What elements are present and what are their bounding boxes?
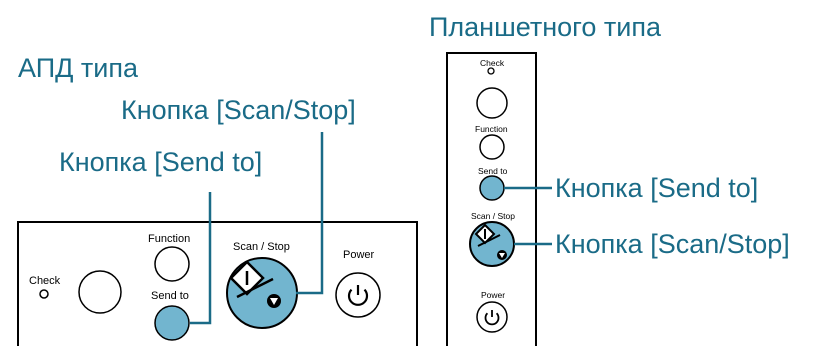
adf-blank-button[interactable] — [78, 270, 122, 314]
adf-send-to-button[interactable] — [154, 305, 190, 341]
flatbed-power-button[interactable] — [476, 301, 508, 333]
adf-check-led — [39, 289, 49, 299]
adf-power-button[interactable] — [335, 272, 381, 318]
adf-check-label: Check — [29, 275, 61, 287]
flatbed-send-to-button[interactable] — [479, 175, 505, 201]
adf-scan-stop-icon — [229, 260, 281, 308]
adf-type-title: АПД типа — [18, 53, 138, 83]
adf-function-label: Function — [148, 233, 191, 245]
flatbed-power-label: Power — [481, 290, 506, 300]
adf-send-to-label: Send to — [151, 290, 189, 302]
adf-send-to-callout: Кнопка [Send to] — [59, 147, 263, 177]
adf-function-button[interactable] — [154, 246, 190, 282]
adf-power-label: Power — [343, 249, 375, 261]
power-icon — [347, 288, 369, 306]
flatbed-scan-stop-callout: Кнопка [Scan/Stop] — [555, 229, 790, 259]
flatbed-check-label: Check — [480, 58, 505, 68]
flatbed-scan-stop-label: Scan / Stop — [471, 211, 515, 221]
flatbed-function-button[interactable] — [479, 134, 505, 160]
adf-scan-stop-callout: Кнопка [Scan/Stop] — [121, 95, 356, 125]
adf-send-to-leader — [190, 192, 212, 325]
flatbed-send-to-callout: Кнопка [Send to] — [555, 173, 759, 203]
adf-panel-outline — [17, 221, 418, 346]
flatbed-panel-outline — [446, 52, 537, 346]
flatbed-scan-stop-icon — [474, 223, 507, 260]
adf-scan-stop-leader — [296, 132, 324, 295]
flatbed-type-title: Планшетного типа — [429, 12, 662, 42]
adf-scan-stop-button[interactable] — [226, 257, 298, 329]
flatbed-function-label: Function — [475, 124, 508, 134]
flatbed-send-to-label: Send to — [478, 166, 508, 176]
power-icon — [484, 312, 500, 326]
flatbed-check-led — [487, 67, 495, 75]
flatbed-blank-button[interactable] — [476, 87, 508, 119]
adf-scan-stop-label: Scan / Stop — [233, 241, 290, 253]
flatbed-scan-stop-button[interactable] — [469, 221, 515, 267]
